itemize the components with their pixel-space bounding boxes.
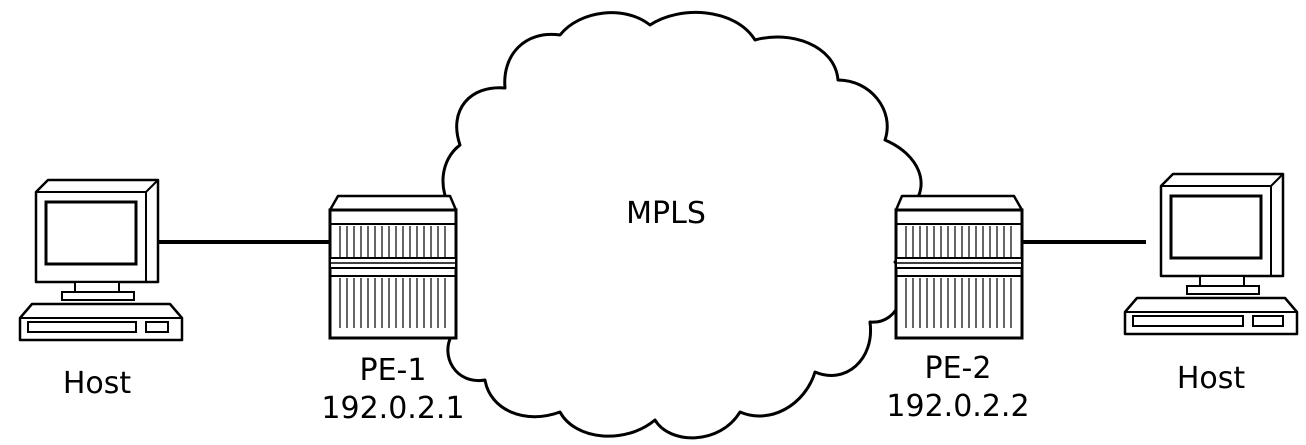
- host-left-computer-icon: [18, 178, 184, 342]
- pe1-name-label: PE-1: [360, 353, 427, 388]
- pe2-name-label: PE-2: [925, 351, 992, 386]
- mpls-cloud: MPLS: [433, 10, 923, 440]
- host-right-label: Host: [1177, 361, 1246, 396]
- host-right-computer-icon: [1123, 172, 1299, 336]
- pe1-router-icon: [328, 194, 458, 340]
- host-left-label: Host: [63, 366, 132, 401]
- mpls-label: MPLS: [626, 196, 706, 231]
- pe2-router-icon: [894, 194, 1024, 340]
- pe1-address-label: 192.0.2.1: [321, 391, 464, 426]
- pe2-address-label: 192.0.2.2: [886, 389, 1029, 424]
